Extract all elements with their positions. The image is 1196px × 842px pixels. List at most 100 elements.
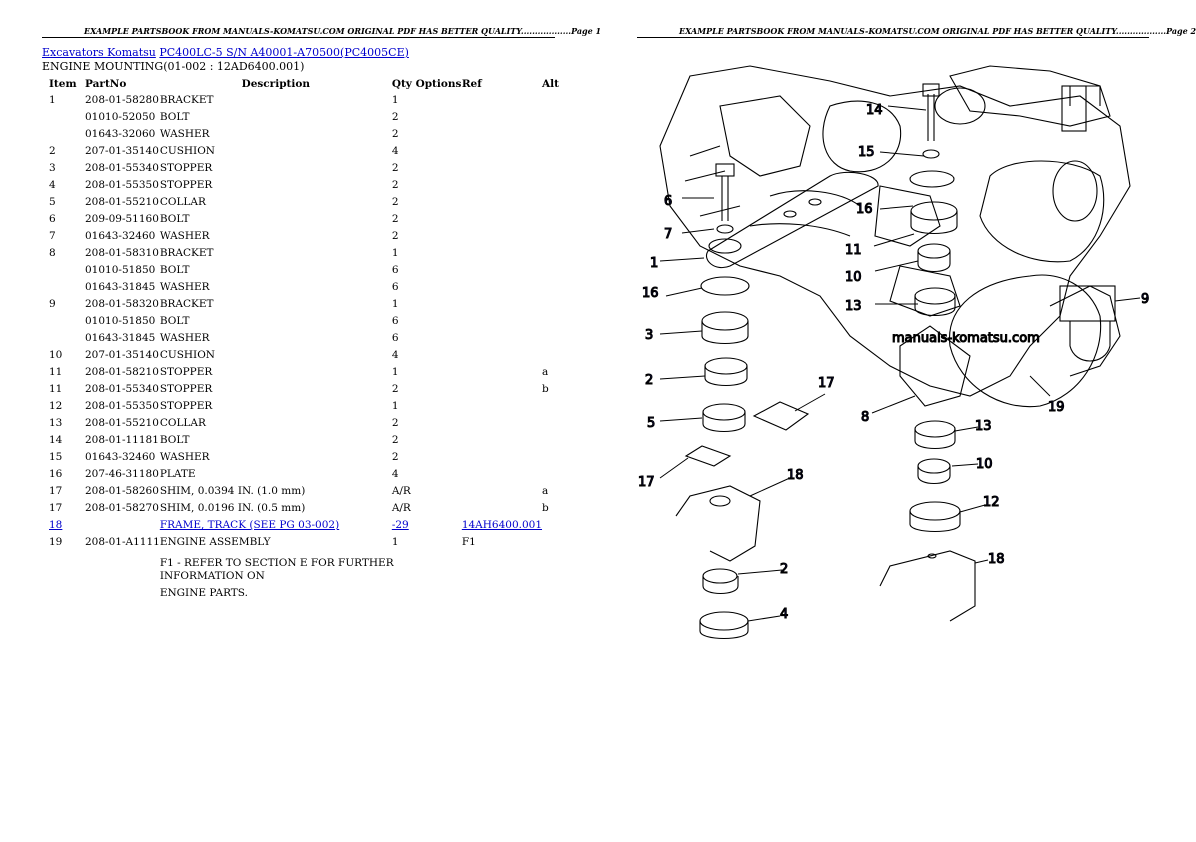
row-description: BOLT <box>159 315 190 327</box>
breadcrumb-link-model[interactable]: PC400LC-5 S/N A40001-A70500(PC4005CE) <box>159 46 409 59</box>
row-item-link[interactable]: 18 <box>49 519 63 531</box>
callout-12: 12 <box>983 495 1000 510</box>
row-item: 2 <box>49 145 56 157</box>
row-qty: 1 <box>391 400 399 412</box>
row-qty: 1 <box>391 247 399 259</box>
row-description: WASHER <box>159 332 210 344</box>
row-description: STOPPER <box>159 179 213 191</box>
callout-6: 6 <box>664 194 672 209</box>
row-alt <box>542 281 572 298</box>
row-ref <box>462 247 542 264</box>
note-text: ENGINE PARTS. <box>159 587 248 599</box>
callout-5: 5 <box>647 416 655 431</box>
row-description: BOLT <box>159 213 190 225</box>
callout-19: 19 <box>1048 400 1065 415</box>
row-partno: 208-01-55210 <box>85 196 159 208</box>
row-description: BRACKET <box>159 94 214 106</box>
row-description: BOLT <box>159 111 190 123</box>
row-qty-link[interactable]: -29 <box>391 519 409 531</box>
parts-table: Item PartNo Description Qty Options Ref … <box>42 76 572 600</box>
row-partno: 208-01-55210 <box>85 417 159 429</box>
row-item: 10 <box>49 349 63 361</box>
row-partno: 208-01-58260 <box>85 485 159 497</box>
row-partno: 01643-31845 <box>85 332 156 344</box>
row-qty: 6 <box>391 281 399 293</box>
row-partno: 208-01-A1111 <box>85 536 160 548</box>
callout-9: 9 <box>1141 292 1149 307</box>
row-partno: 208-01-11181 <box>85 434 159 446</box>
row-ref <box>462 281 542 298</box>
table-row: 18 FRAME, TRACK (SEE PG 03-002) -29 14AH640… <box>42 519 572 536</box>
row-ref: 14AH6400.001 <box>462 519 542 536</box>
breadcrumb-link-category[interactable]: Excavators Komatsu <box>42 46 156 59</box>
row-alt <box>542 468 572 485</box>
table-header-row: Item PartNo Description Qty Options Ref … <box>42 76 572 94</box>
row-item: 14 <box>49 434 63 446</box>
row-qty: 2 <box>391 111 399 123</box>
row-qty: 6 <box>391 264 399 276</box>
row-item: 4 <box>49 179 56 191</box>
callout-10: 10 <box>845 270 862 285</box>
row-alt <box>542 417 572 434</box>
row-ref <box>462 162 542 179</box>
callout-17-left: 17 <box>638 475 655 490</box>
row-partno: 207-01-35140 <box>85 349 159 361</box>
row-item: 11 <box>49 383 63 395</box>
row-description: WASHER <box>159 281 210 293</box>
row-description: COLLAR <box>159 417 206 429</box>
row-description: STOPPER <box>159 400 213 412</box>
row-qty: 2 <box>391 434 399 446</box>
row-item: 11 <box>49 366 63 378</box>
row-qty: 1 <box>391 298 399 310</box>
row-partno: 209-09-51160 <box>85 213 159 225</box>
row-qty: 2 <box>391 417 399 429</box>
row-qty: 1 <box>391 94 399 106</box>
row-qty: 4 <box>391 468 399 480</box>
row-partno <box>85 519 160 536</box>
row-ref <box>462 315 542 332</box>
row-ref <box>462 230 542 247</box>
row-description-link[interactable]: FRAME, TRACK (SEE PG 03-002) <box>159 519 340 531</box>
row-ref <box>462 298 542 315</box>
row-item: 15 <box>49 451 63 463</box>
note-row: ENGINE PARTS. <box>42 583 572 600</box>
row-description: STOPPER <box>159 383 213 395</box>
callout-17-right: 17 <box>818 376 835 391</box>
row-description: BOLT <box>159 434 190 446</box>
row-item: 8 <box>49 247 56 259</box>
row-qty: 2 <box>391 128 399 140</box>
row-ref-link[interactable]: 14AH6400.001 <box>461 519 543 531</box>
callout-1: 1 <box>650 256 658 271</box>
row-description: BOLT <box>159 264 190 276</box>
row-item: 1 <box>49 94 56 106</box>
row-qty: 4 <box>391 349 399 361</box>
row-partno: 208-01-55350 <box>85 400 159 412</box>
row-partno: 208-01-58210 <box>85 366 159 378</box>
col-header-ref: Ref <box>461 78 482 90</box>
row-alt <box>542 145 572 162</box>
row-description: BRACKET <box>159 298 214 310</box>
row-ref <box>462 264 542 281</box>
row-alt: b <box>542 502 549 514</box>
breadcrumb: Excavators Komatsu PC400LC-5 S/N A40001-… <box>42 46 409 59</box>
row-alt <box>542 196 572 213</box>
callout-16-left: 16 <box>642 286 659 301</box>
page1-header: EXAMPLE PARTSBOOK FROM MANUALS-KOMATSU.C… <box>84 26 602 36</box>
row-ref <box>462 400 542 417</box>
row-qty: -29 <box>392 519 462 536</box>
row-alt <box>542 94 572 111</box>
row-partno: 208-01-58280 <box>85 94 159 106</box>
row-qty: 2 <box>391 383 399 395</box>
